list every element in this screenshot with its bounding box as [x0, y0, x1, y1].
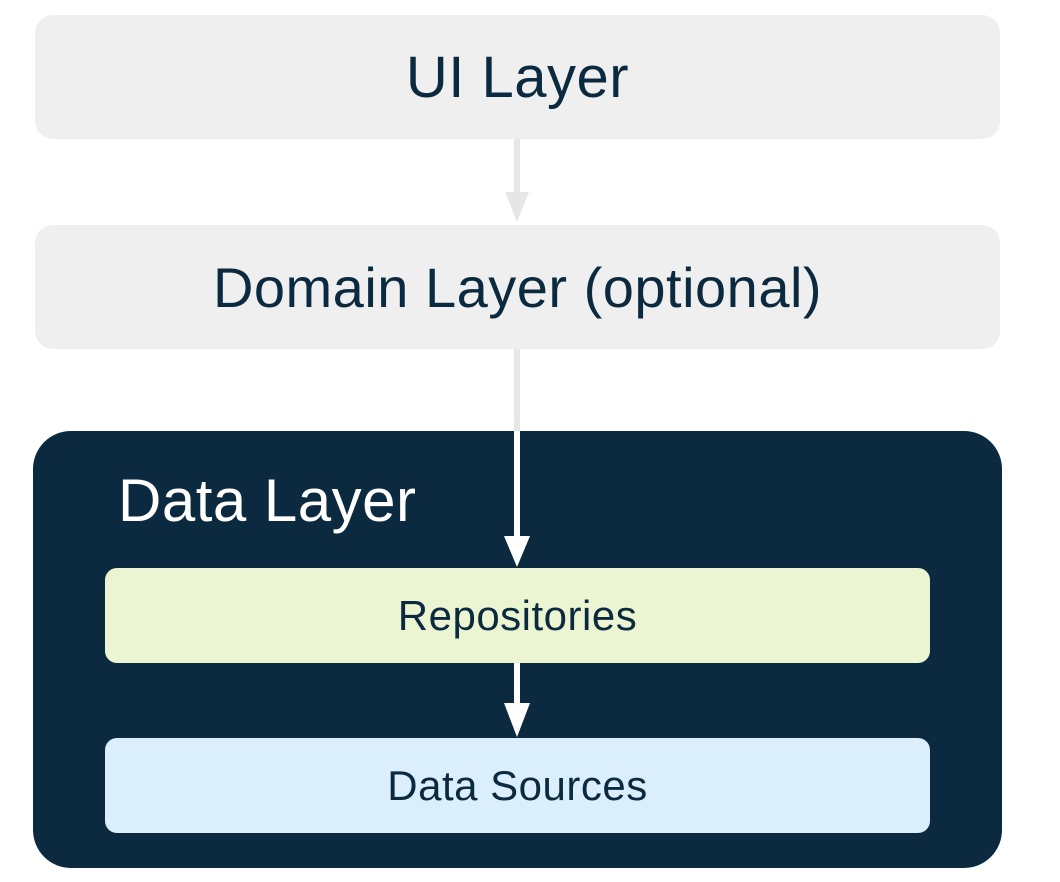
domain-layer-box: Domain Layer (optional) [35, 225, 1000, 349]
data-sources-label: Data Sources [387, 761, 648, 809]
arrow-ui-to-domain-head [505, 192, 529, 222]
arrow-ui-to-domain [505, 139, 529, 222]
repositories-label: Repositories [397, 591, 638, 639]
data-sources-box: Data Sources [105, 738, 930, 833]
domain-layer-label: Domain Layer (optional) [212, 255, 823, 319]
ui-layer-label: UI Layer [405, 44, 630, 110]
data-layer-title: Data Layer [118, 467, 417, 534]
repositories-box: Repositories [105, 568, 930, 663]
ui-layer-box: UI Layer [35, 15, 1000, 139]
